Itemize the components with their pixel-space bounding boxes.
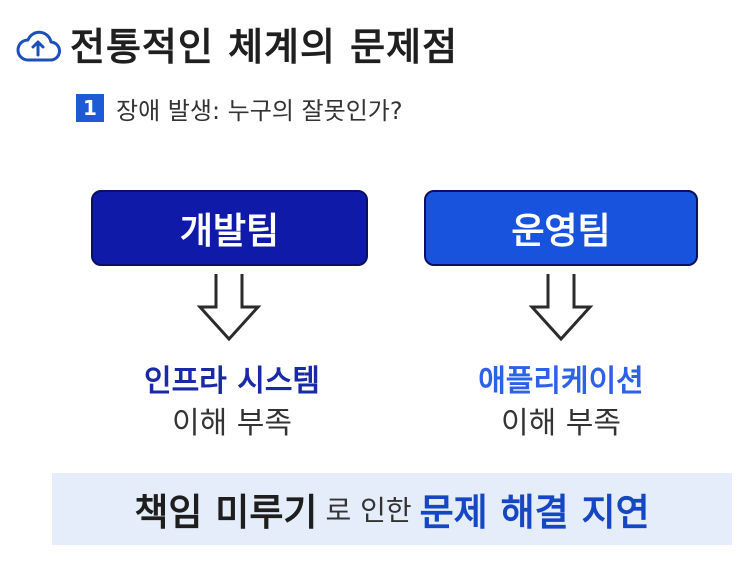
- cloud-upload-icon: [16, 30, 61, 62]
- ops-lack-desc: 이해 부족: [501, 406, 621, 441]
- ops-team-label: 운영팀: [511, 211, 611, 252]
- ops-team-box: 운영팀: [424, 190, 698, 266]
- dev-lack-text: 인프라 시스템 이해 부족: [102, 362, 362, 446]
- banner-strong-text: 책임 미루기: [134, 491, 318, 534]
- down-arrow-icon: [528, 274, 594, 342]
- subtitle-row: 1 장애 발생: 누구의 잘못인가?: [76, 92, 403, 125]
- ops-lack-text: 애플리케이션 이해 부족: [431, 362, 691, 446]
- dev-lack-desc: 이해 부족: [172, 406, 292, 441]
- down-arrow-icon: [196, 274, 262, 342]
- subtitle-text: 장애 발생: 누구의 잘못인가?: [116, 96, 403, 125]
- banner-highlight-text: 문제 해결 지연: [419, 491, 650, 534]
- dev-team-label: 개발팀: [179, 211, 280, 252]
- banner-light-text: 로 인한: [325, 494, 412, 527]
- conclusion-banner: 책임 미루기 로 인한 문제 해결 지연: [52, 473, 732, 545]
- ops-lack-topic: 애플리케이션: [478, 364, 644, 399]
- dev-team-box: 개발팀: [91, 190, 368, 266]
- dev-lack-topic: 인프라 시스템: [143, 364, 321, 399]
- number-badge: 1: [76, 94, 104, 122]
- page-title: 전통적인 체계의 문제점: [70, 25, 459, 69]
